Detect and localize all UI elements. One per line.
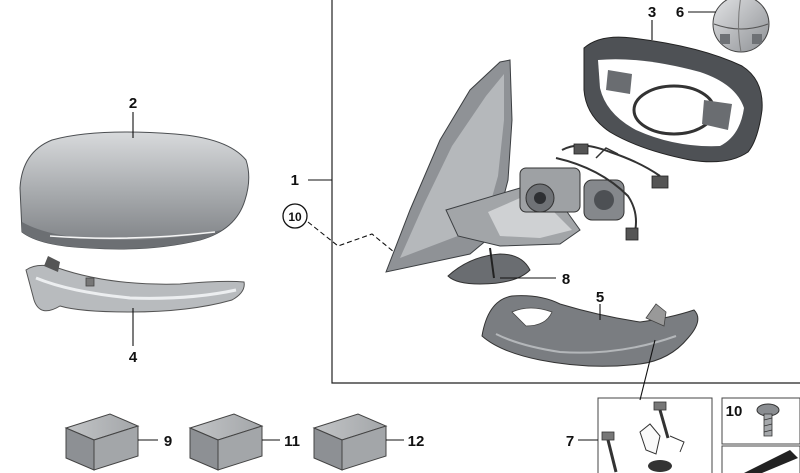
- sealant-kit-12-part: [312, 413, 388, 471]
- motor-assembly-part: [519, 143, 669, 241]
- mirror-base-part: [385, 59, 581, 273]
- screw-10-part: [756, 403, 780, 437]
- callout-10-circled: 10: [288, 210, 302, 224]
- callout-4: 4: [129, 349, 138, 366]
- callout-12: 12: [408, 433, 425, 450]
- actuator-dome-part: [712, 0, 770, 53]
- callout-3: 3: [648, 4, 656, 21]
- callout-1: 1: [291, 172, 299, 189]
- turn-signal-strip-part: [25, 256, 245, 313]
- callout-10-box: 10: [726, 403, 743, 420]
- leader-line-7b: [639, 339, 656, 401]
- callout-5: 5: [596, 289, 604, 306]
- leader-line-10: [307, 221, 395, 253]
- tool-part: [744, 450, 798, 473]
- mirror-glass-frame-part: [583, 36, 763, 163]
- lower-trim-part: [481, 295, 699, 367]
- callout-7: 7: [566, 433, 574, 450]
- screw-kit-part: [601, 401, 685, 473]
- gasket-part: [447, 247, 531, 285]
- callout-11: 11: [284, 433, 300, 450]
- mirror-cap-part: [19, 131, 250, 250]
- callout-6: 6: [676, 4, 684, 21]
- callout-2: 2: [129, 95, 137, 112]
- sealant-kit-9-part: [64, 413, 140, 471]
- callout-8: 8: [562, 271, 570, 288]
- callout-10-circle: [282, 203, 308, 229]
- sealant-kit-11-part: [188, 413, 264, 471]
- callout-9: 9: [164, 433, 172, 450]
